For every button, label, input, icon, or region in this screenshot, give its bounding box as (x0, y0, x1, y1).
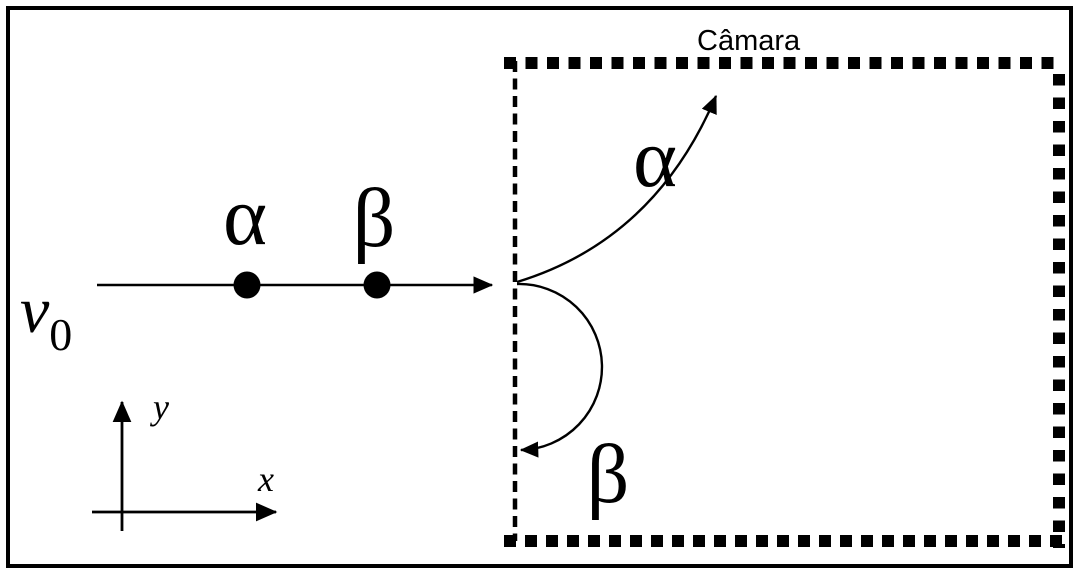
alpha-particle-dot (233, 271, 261, 299)
alpha-trajectory-label: α (632, 112, 677, 205)
beta-trajectory-label: β (586, 428, 630, 521)
x-axis-label: x (258, 459, 274, 499)
alpha-particle-label: α (222, 170, 267, 263)
velocity-subscript: 0 (49, 309, 73, 360)
velocity-label: v0 (20, 278, 72, 358)
y-axis-label: y (153, 387, 169, 427)
figure-border (6, 6, 1073, 568)
chamber-label: Câmara (697, 25, 801, 57)
velocity-symbol: v (20, 274, 50, 347)
beta-trajectory (516, 282, 604, 458)
alpha-trajectory (516, 94, 718, 284)
beta-particle-label: β (352, 172, 396, 265)
beta-particle-dot (363, 271, 391, 299)
